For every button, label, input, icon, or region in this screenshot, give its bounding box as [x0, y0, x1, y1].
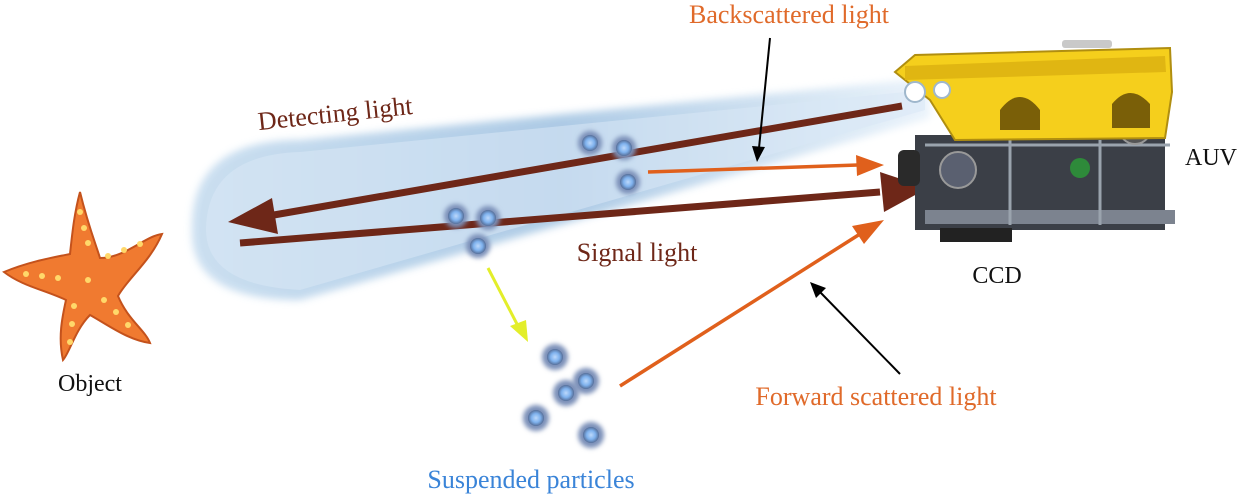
- starfish-object: [2, 191, 164, 363]
- ccd-label: CCD: [972, 263, 1021, 289]
- backscatter-pointer-arrow: [752, 37, 771, 162]
- detecting-light-label: Detecting light: [256, 91, 414, 136]
- particle-group-upper: [578, 131, 640, 194]
- auv-label: AUV: [1185, 145, 1238, 171]
- forward-scatter-arrow: [619, 220, 884, 388]
- suspended-particles-label: Suspended particles: [427, 465, 634, 494]
- forward-scatter-pointer-arrow: [810, 282, 901, 375]
- backscatter-arrow: [647, 155, 884, 176]
- particle-path-arrow: [486, 267, 528, 342]
- backscattered-light-label: Backscattered light: [689, 0, 890, 29]
- object-label: Object: [58, 371, 122, 397]
- particle-group-lower: [523, 344, 604, 448]
- signal-light-label: Signal light: [577, 238, 698, 267]
- signal-light-arrow: [239, 172, 928, 247]
- detecting-light-arrow: [228, 102, 903, 234]
- forward-scattered-light-label: Forward scattered light: [755, 382, 997, 411]
- auv-vehicle: [893, 40, 1175, 242]
- particle-group-middle: [444, 204, 500, 258]
